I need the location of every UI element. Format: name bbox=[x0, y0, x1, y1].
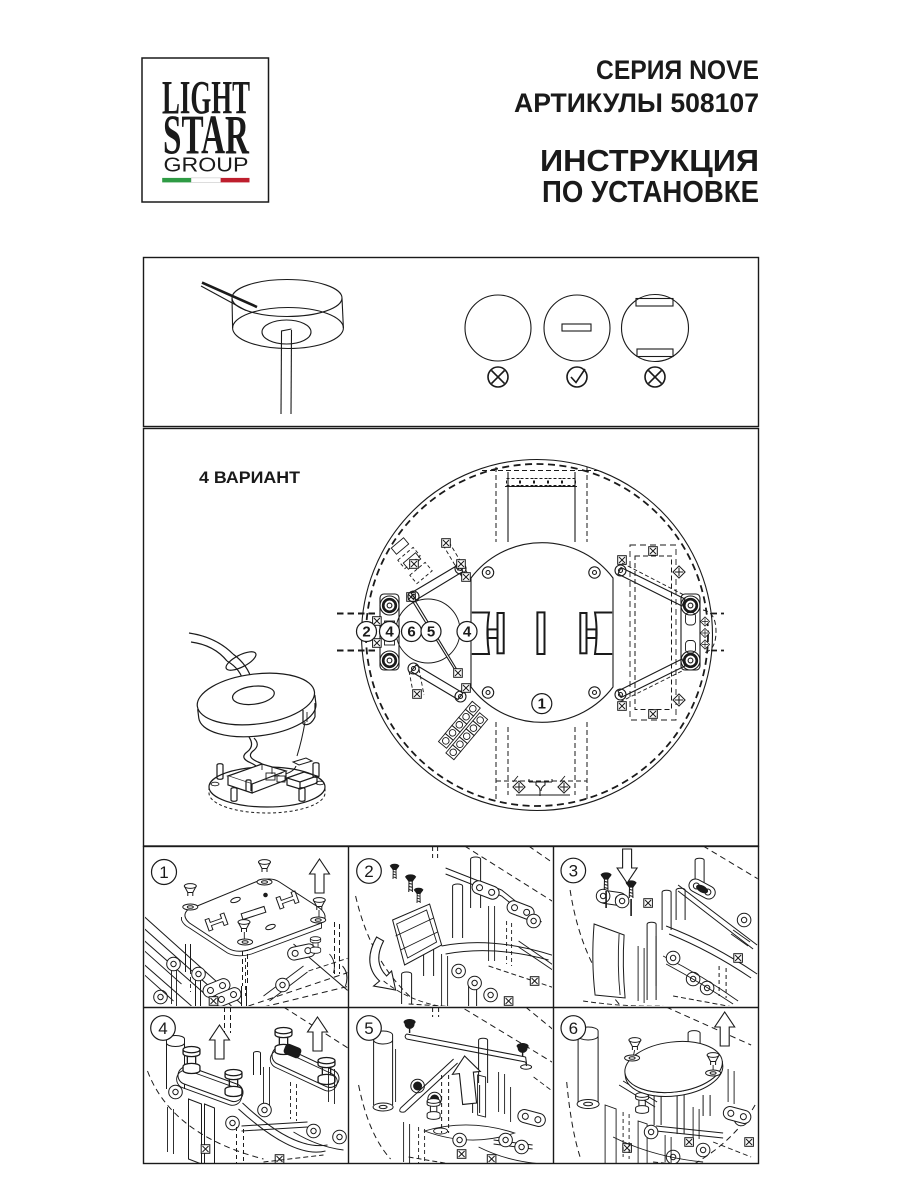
svg-text:ПО УСТАНОВКЕ: ПО УСТАНОВКЕ bbox=[542, 174, 759, 209]
svg-text:СЕРИЯ NOVE: СЕРИЯ NOVE bbox=[596, 55, 759, 85]
svg-text:2: 2 bbox=[364, 862, 373, 881]
svg-text:5: 5 bbox=[427, 624, 435, 641]
svg-text:6: 6 bbox=[407, 624, 415, 641]
svg-text:GROUP: GROUP bbox=[164, 155, 249, 177]
svg-text:LIGHT: LIGHT bbox=[162, 72, 250, 125]
svg-text:3: 3 bbox=[569, 862, 578, 881]
svg-text:АРТИКУЛЫ 508107: АРТИКУЛЫ 508107 bbox=[514, 88, 759, 118]
svg-text:1: 1 bbox=[538, 696, 546, 713]
svg-text:4: 4 bbox=[463, 624, 472, 641]
svg-text:1: 1 bbox=[159, 863, 168, 882]
svg-text:5: 5 bbox=[364, 1019, 373, 1038]
svg-text:2: 2 bbox=[362, 624, 370, 641]
svg-text:6: 6 bbox=[569, 1019, 578, 1038]
svg-text:4: 4 bbox=[385, 624, 394, 641]
svg-text:STAR: STAR bbox=[163, 105, 249, 167]
svg-text:ИНСТРУКЦИЯ: ИНСТРУКЦИЯ bbox=[540, 143, 759, 178]
svg-text:4: 4 bbox=[158, 1019, 167, 1038]
svg-text:4 ВАРИАНТ: 4 ВАРИАНТ bbox=[199, 468, 301, 487]
